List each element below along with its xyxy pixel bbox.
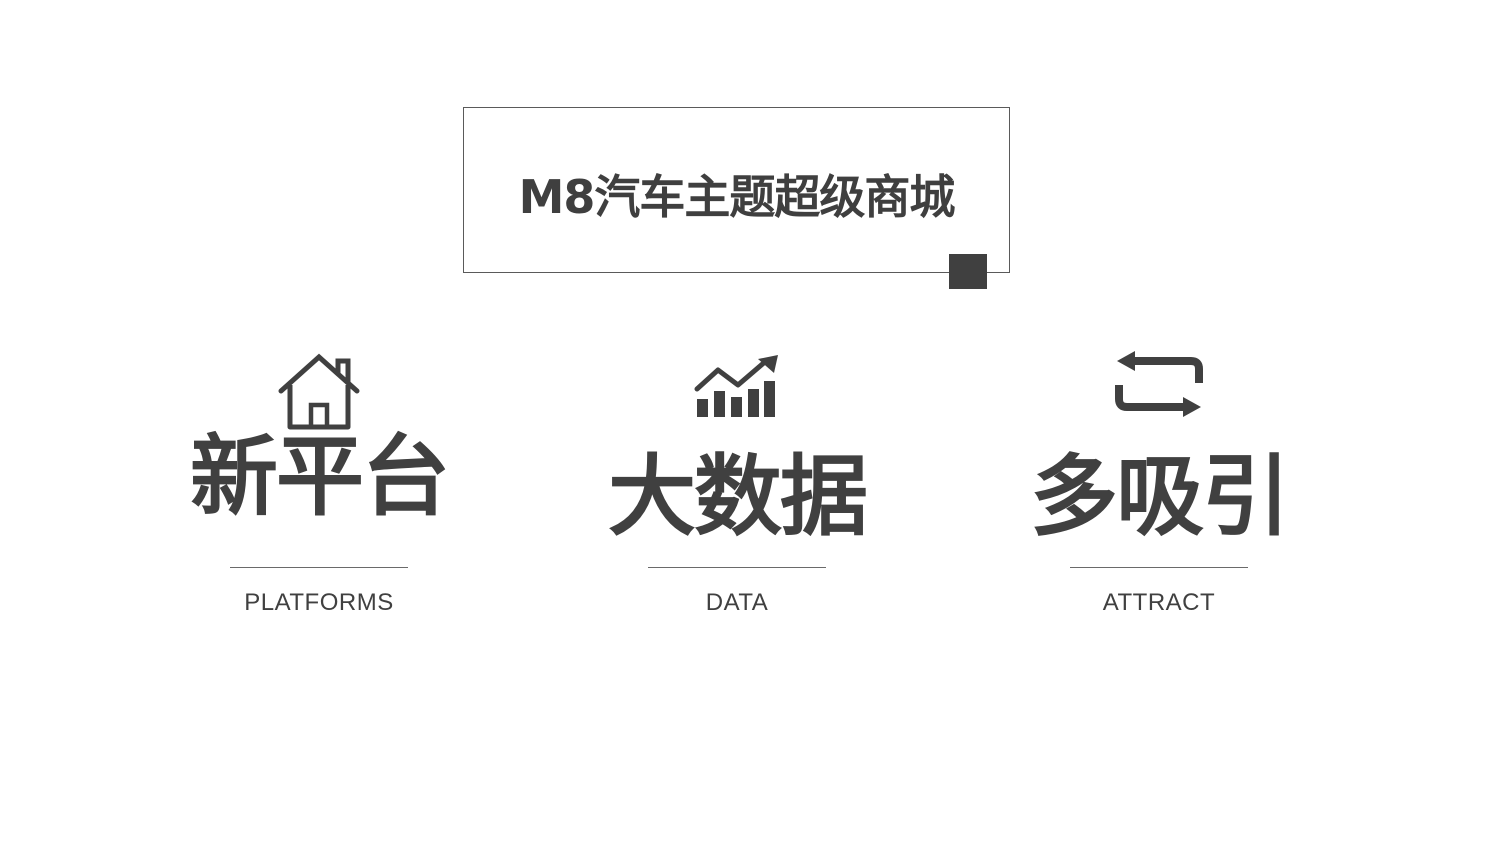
feature-divider [230,567,408,568]
feature-attract: 多吸引 ATTRACT [999,345,1319,635]
title-box: M8汽车主题超级商城 [463,107,1010,273]
feature-data: 大数据 DATA [577,345,897,635]
repeat-arrows-icon [1115,351,1203,417]
page-title: M8汽车主题超级商城 [518,170,956,224]
chart-trending-up-icon [694,355,778,417]
feature-subtitle: DATA [705,589,769,616]
feature-platforms: 新平台 PLATFORMS [159,345,479,635]
feature-divider [1070,567,1248,568]
feature-subtitle: PLATFORMS [244,589,394,616]
feature-subtitle: ATTRACT [1102,589,1216,616]
corner-square-decoration [949,254,987,289]
feature-title: 多吸引 [1029,445,1290,548]
feature-title: 大数据 [607,445,868,548]
feature-title: 新平台 [189,425,450,528]
home-icon [278,353,360,430]
feature-divider [648,567,826,568]
